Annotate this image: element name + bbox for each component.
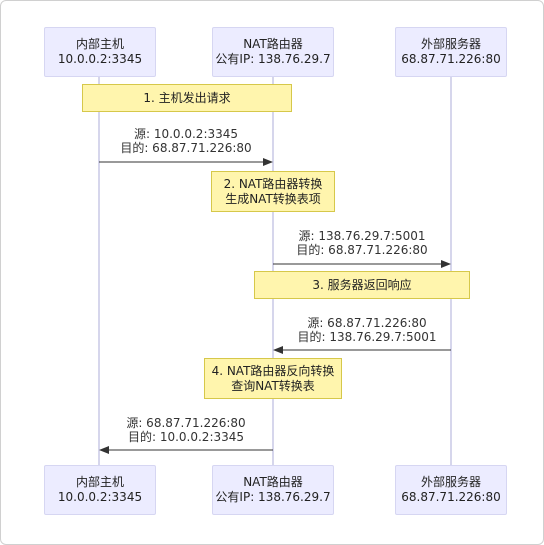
message-destination: 目的: 138.76.29.7:5001 (297, 330, 437, 344)
note-text: 2. NAT路由器转换 (223, 176, 323, 191)
note-text: 3. 服务器返回响应 (312, 277, 412, 292)
note-text: 查询NAT转换表 (231, 378, 315, 393)
note-1: 1. 主机发出请求 (82, 84, 292, 112)
actor-address: 10.0.0.2:3345 (57, 52, 143, 66)
actor-inner-host-bottom: 内部主机 10.0.0.2:3345 (44, 465, 156, 515)
message-destination: 目的: 10.0.0.2:3345 (127, 430, 245, 444)
actor-nat-router-bottom: NAT路由器 公有IP: 138.76.29.7 (212, 465, 334, 515)
actor-address: 公有IP: 138.76.29.7 (215, 52, 331, 66)
actor-address: 68.87.71.226:80 (401, 52, 501, 66)
actor-address: 68.87.71.226:80 (401, 490, 501, 504)
note-3: 3. 服务器返回响应 (254, 271, 470, 299)
actor-external-server-bottom: 外部服务器 68.87.71.226:80 (395, 465, 507, 515)
message-source: 源: 138.76.29.7:5001 (298, 229, 426, 243)
note-text: 生成NAT转换表项 (225, 191, 321, 206)
actor-name: NAT路由器 (243, 37, 303, 51)
message-destination: 目的: 68.87.71.226:80 (296, 243, 428, 257)
note-4: 4. NAT路由器反向转换 查询NAT转换表 (204, 358, 342, 399)
actor-name: 外部服务器 (420, 37, 481, 51)
note-text: 1. 主机发出请求 (143, 90, 231, 105)
message-label-2: 源: 138.76.29.7:5001 目的: 68.87.71.226:80 (273, 229, 451, 257)
actor-address: 公有IP: 138.76.29.7 (215, 490, 331, 504)
actor-external-server-top: 外部服务器 68.87.71.226:80 (395, 27, 507, 77)
actor-nat-router-top: NAT路由器 公有IP: 138.76.29.7 (212, 27, 334, 77)
message-label-3: 源: 68.87.71.226:80 目的: 138.76.29.7:5001 (283, 316, 451, 344)
message-source: 源: 10.0.0.2:3345 (133, 127, 239, 141)
note-2: 2. NAT路由器转换 生成NAT转换表项 (211, 171, 335, 212)
actor-name: NAT路由器 (243, 475, 303, 489)
message-label-1: 源: 10.0.0.2:3345 目的: 68.87.71.226:80 (99, 127, 273, 155)
actor-address: 10.0.0.2:3345 (57, 490, 143, 504)
actor-inner-host-top: 内部主机 10.0.0.2:3345 (44, 27, 156, 77)
message-destination: 目的: 68.87.71.226:80 (120, 141, 252, 155)
message-source: 源: 68.87.71.226:80 (307, 316, 427, 330)
message-source: 源: 68.87.71.226:80 (126, 416, 246, 430)
actor-name: 内部主机 (75, 475, 124, 489)
note-text: 4. NAT路由器反向转换 (211, 363, 335, 378)
message-label-4: 源: 68.87.71.226:80 目的: 10.0.0.2:3345 (99, 416, 273, 444)
actor-name: 内部主机 (75, 37, 124, 51)
actor-name: 外部服务器 (420, 475, 481, 489)
